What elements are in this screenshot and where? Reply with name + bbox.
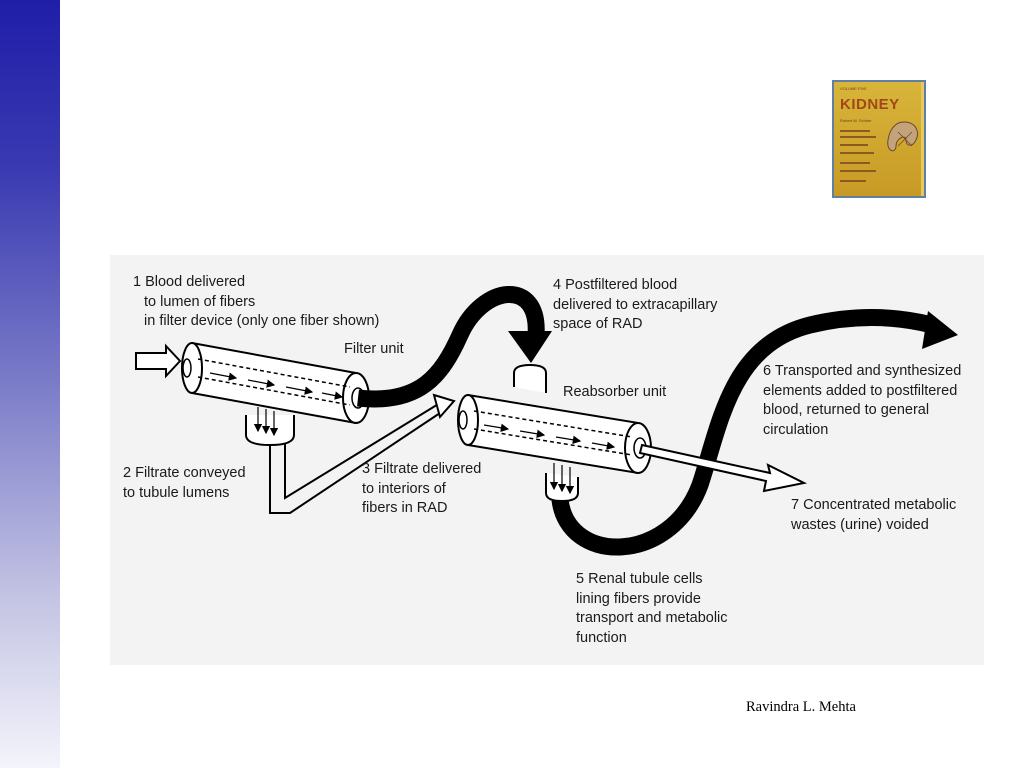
author-credit: Ravindra L. Mehta [746, 699, 856, 715]
side-gradient-band [0, 0, 60, 768]
label-step-1: 1 Blood delivered to lumen of fibers in … [133, 274, 380, 329]
label-filter-unit: Filter unit [344, 341, 404, 357]
general-circulation-flow [551, 308, 935, 556]
label-step-5: 5 Renal tubule cells lining fibers provi… [576, 571, 728, 646]
urine-outflow-arrow [638, 443, 808, 493]
label-step-2: 2 Filtrate conveyed to tubule lumens [123, 465, 246, 501]
book-series: VOLUME FIVE [840, 86, 867, 91]
postfiltered-blood-arrowhead [508, 331, 552, 363]
label-reabsorber-unit: Reabsorber unit [563, 384, 667, 400]
blood-input-arrow [135, 343, 182, 379]
label-step-6: 6 Transported and synthesized elements a… [763, 363, 962, 438]
bioartificial-kidney-diagram: 1 Blood delivered to lumen of fibers in … [110, 255, 984, 665]
book-title: KIDNEY [840, 96, 900, 113]
label-step-4: 4 Postfiltered blood delivered to extrac… [553, 277, 718, 332]
label-step-3: 3 Filtrate delivered to interiors of fib… [362, 461, 482, 516]
filter-unit-cylinder [181, 342, 370, 447]
reabsorber-unit-cylinder [457, 363, 652, 503]
filtrate-tube [269, 412, 441, 514]
diagram-artwork [135, 286, 958, 556]
label-step-7: 7 Concentrated metabolic wastes (urine) … [791, 497, 957, 533]
general-circulation-arrowhead [922, 311, 958, 349]
book-editor: Robert W. Schrier [840, 118, 872, 123]
filtrate-arrowhead [432, 393, 456, 420]
postfiltered-blood-flow [357, 286, 545, 408]
kidney-book-cover-image: VOLUME FIVE KIDNEY Robert W. Schrier [832, 80, 926, 198]
